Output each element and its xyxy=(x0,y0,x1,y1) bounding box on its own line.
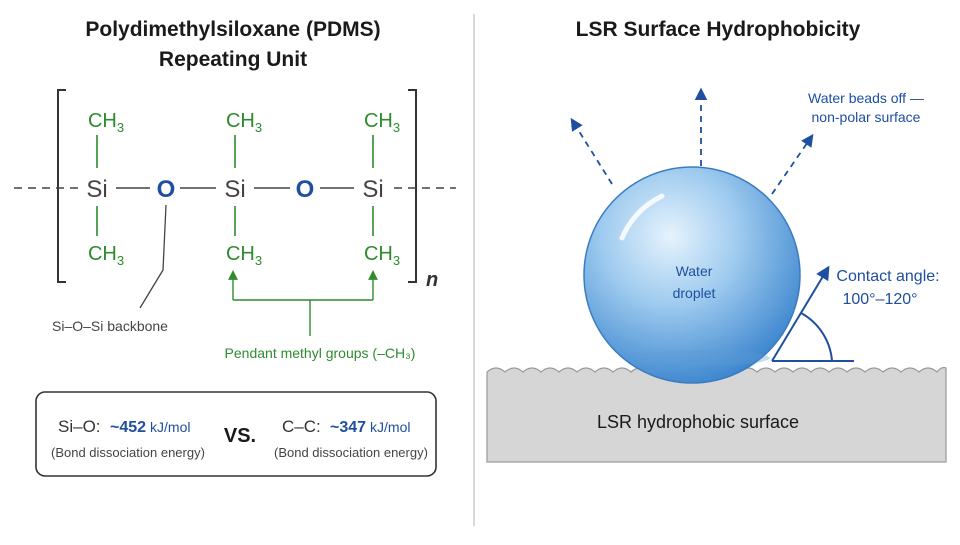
pdms-title-line1: Polydimethylsiloxane (PDMS) xyxy=(85,18,380,41)
surface-label: LSR hydrophobic surface xyxy=(597,412,799,432)
silicon-atom-1: Si xyxy=(86,176,107,203)
hydrophobicity-title: LSR Surface Hydrophobicity xyxy=(576,18,861,41)
backbone-label: Si–O–Si backbone xyxy=(52,318,168,334)
contact-tangent xyxy=(771,265,830,362)
c-c-bond-caption: (Bond dissociation energy) xyxy=(274,445,428,460)
silicon-atom-3: Si xyxy=(362,176,383,203)
contact-angle-label-line1: Contact angle: xyxy=(836,268,939,285)
methyl-group-si1-bottom: CH3 xyxy=(88,243,124,268)
methyl-group-si3-top: CH3 xyxy=(364,110,400,135)
repel-arrow-left xyxy=(570,117,613,185)
droplet-label-line2: droplet xyxy=(673,285,716,301)
right-bracket xyxy=(408,89,417,283)
droplet-highlight xyxy=(619,193,665,241)
contact-angle-label-line2: 100°–120° xyxy=(842,291,917,308)
droplet-shadow xyxy=(630,350,770,366)
methyl-group-si3-bottom: CH3 xyxy=(364,243,400,268)
backbone-leader-line xyxy=(139,204,167,309)
contact-angle-arc xyxy=(800,312,833,362)
repeat-index-n: n xyxy=(426,269,438,291)
oxygen-atom-1: O xyxy=(157,176,176,203)
bond-comparison-box xyxy=(35,391,437,477)
c-c-bond-label: C–C: xyxy=(282,417,321,436)
beads-off-label-line2: non-polar surface xyxy=(812,109,921,125)
methyl-group-si1-top: CH3 xyxy=(88,110,124,135)
repel-arrow-right xyxy=(771,133,814,195)
methyl-group-si2-top: CH3 xyxy=(226,110,262,135)
beads-off-label-line1: Water beads off — xyxy=(808,90,924,106)
pdms-title-line2: Repeating Unit xyxy=(159,48,307,71)
oxygen-atom-2: O xyxy=(296,176,315,203)
si-o-bond-label: Si–O: xyxy=(58,417,101,436)
si-o-bond-caption: (Bond dissociation energy) xyxy=(51,445,205,460)
silicon-atom-2: Si xyxy=(224,176,245,203)
methyl-group-si2-bottom: CH3 xyxy=(226,243,262,268)
pendant-methyl-label: Pendant methyl groups (–CH₃) xyxy=(225,345,416,361)
water-droplet xyxy=(583,166,801,384)
droplet-label-line1: Water xyxy=(676,263,713,279)
vs-label: VS. xyxy=(224,425,256,447)
left-bracket xyxy=(57,89,66,283)
